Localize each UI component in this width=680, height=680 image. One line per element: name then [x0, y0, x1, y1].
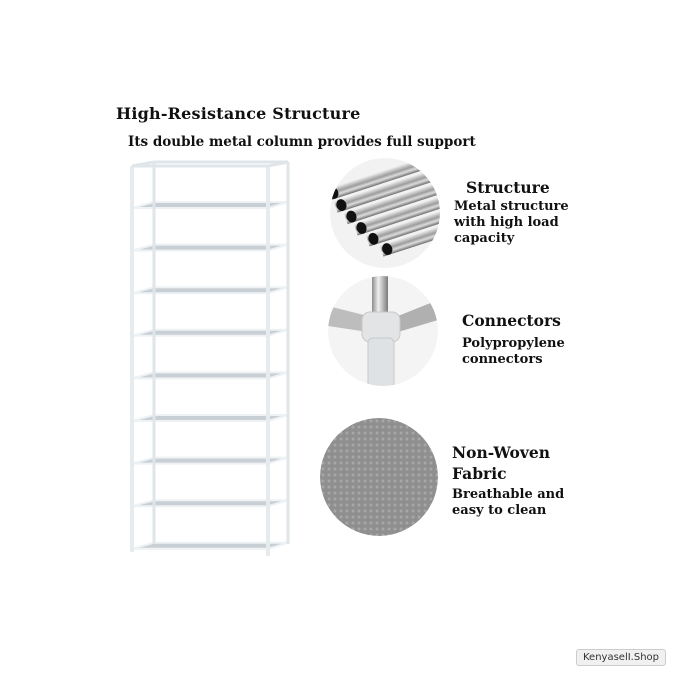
headline: High-Resistance Structure	[116, 104, 361, 123]
feature-title-fabric: Non-Woven Fabric	[452, 443, 550, 483]
feature-title-connectors: Connectors	[462, 311, 561, 330]
feature-title-structure: Structure	[466, 178, 550, 197]
metal-tubes-image	[330, 158, 440, 268]
feature-desc-fabric: Breathable and easy to clean	[452, 487, 565, 518]
watermark-label: KenyaselI.Shop	[575, 649, 666, 666]
feature-desc-structure: Metal structure with high load capacity	[454, 199, 569, 246]
feature-desc-connectors: Polypropylene connectors	[462, 336, 565, 367]
subheadline: Its double metal column provides full su…	[128, 134, 476, 150]
shoe-rack-image	[130, 160, 290, 556]
fabric-texture-image	[320, 418, 438, 536]
connector-joint-image	[328, 276, 438, 386]
